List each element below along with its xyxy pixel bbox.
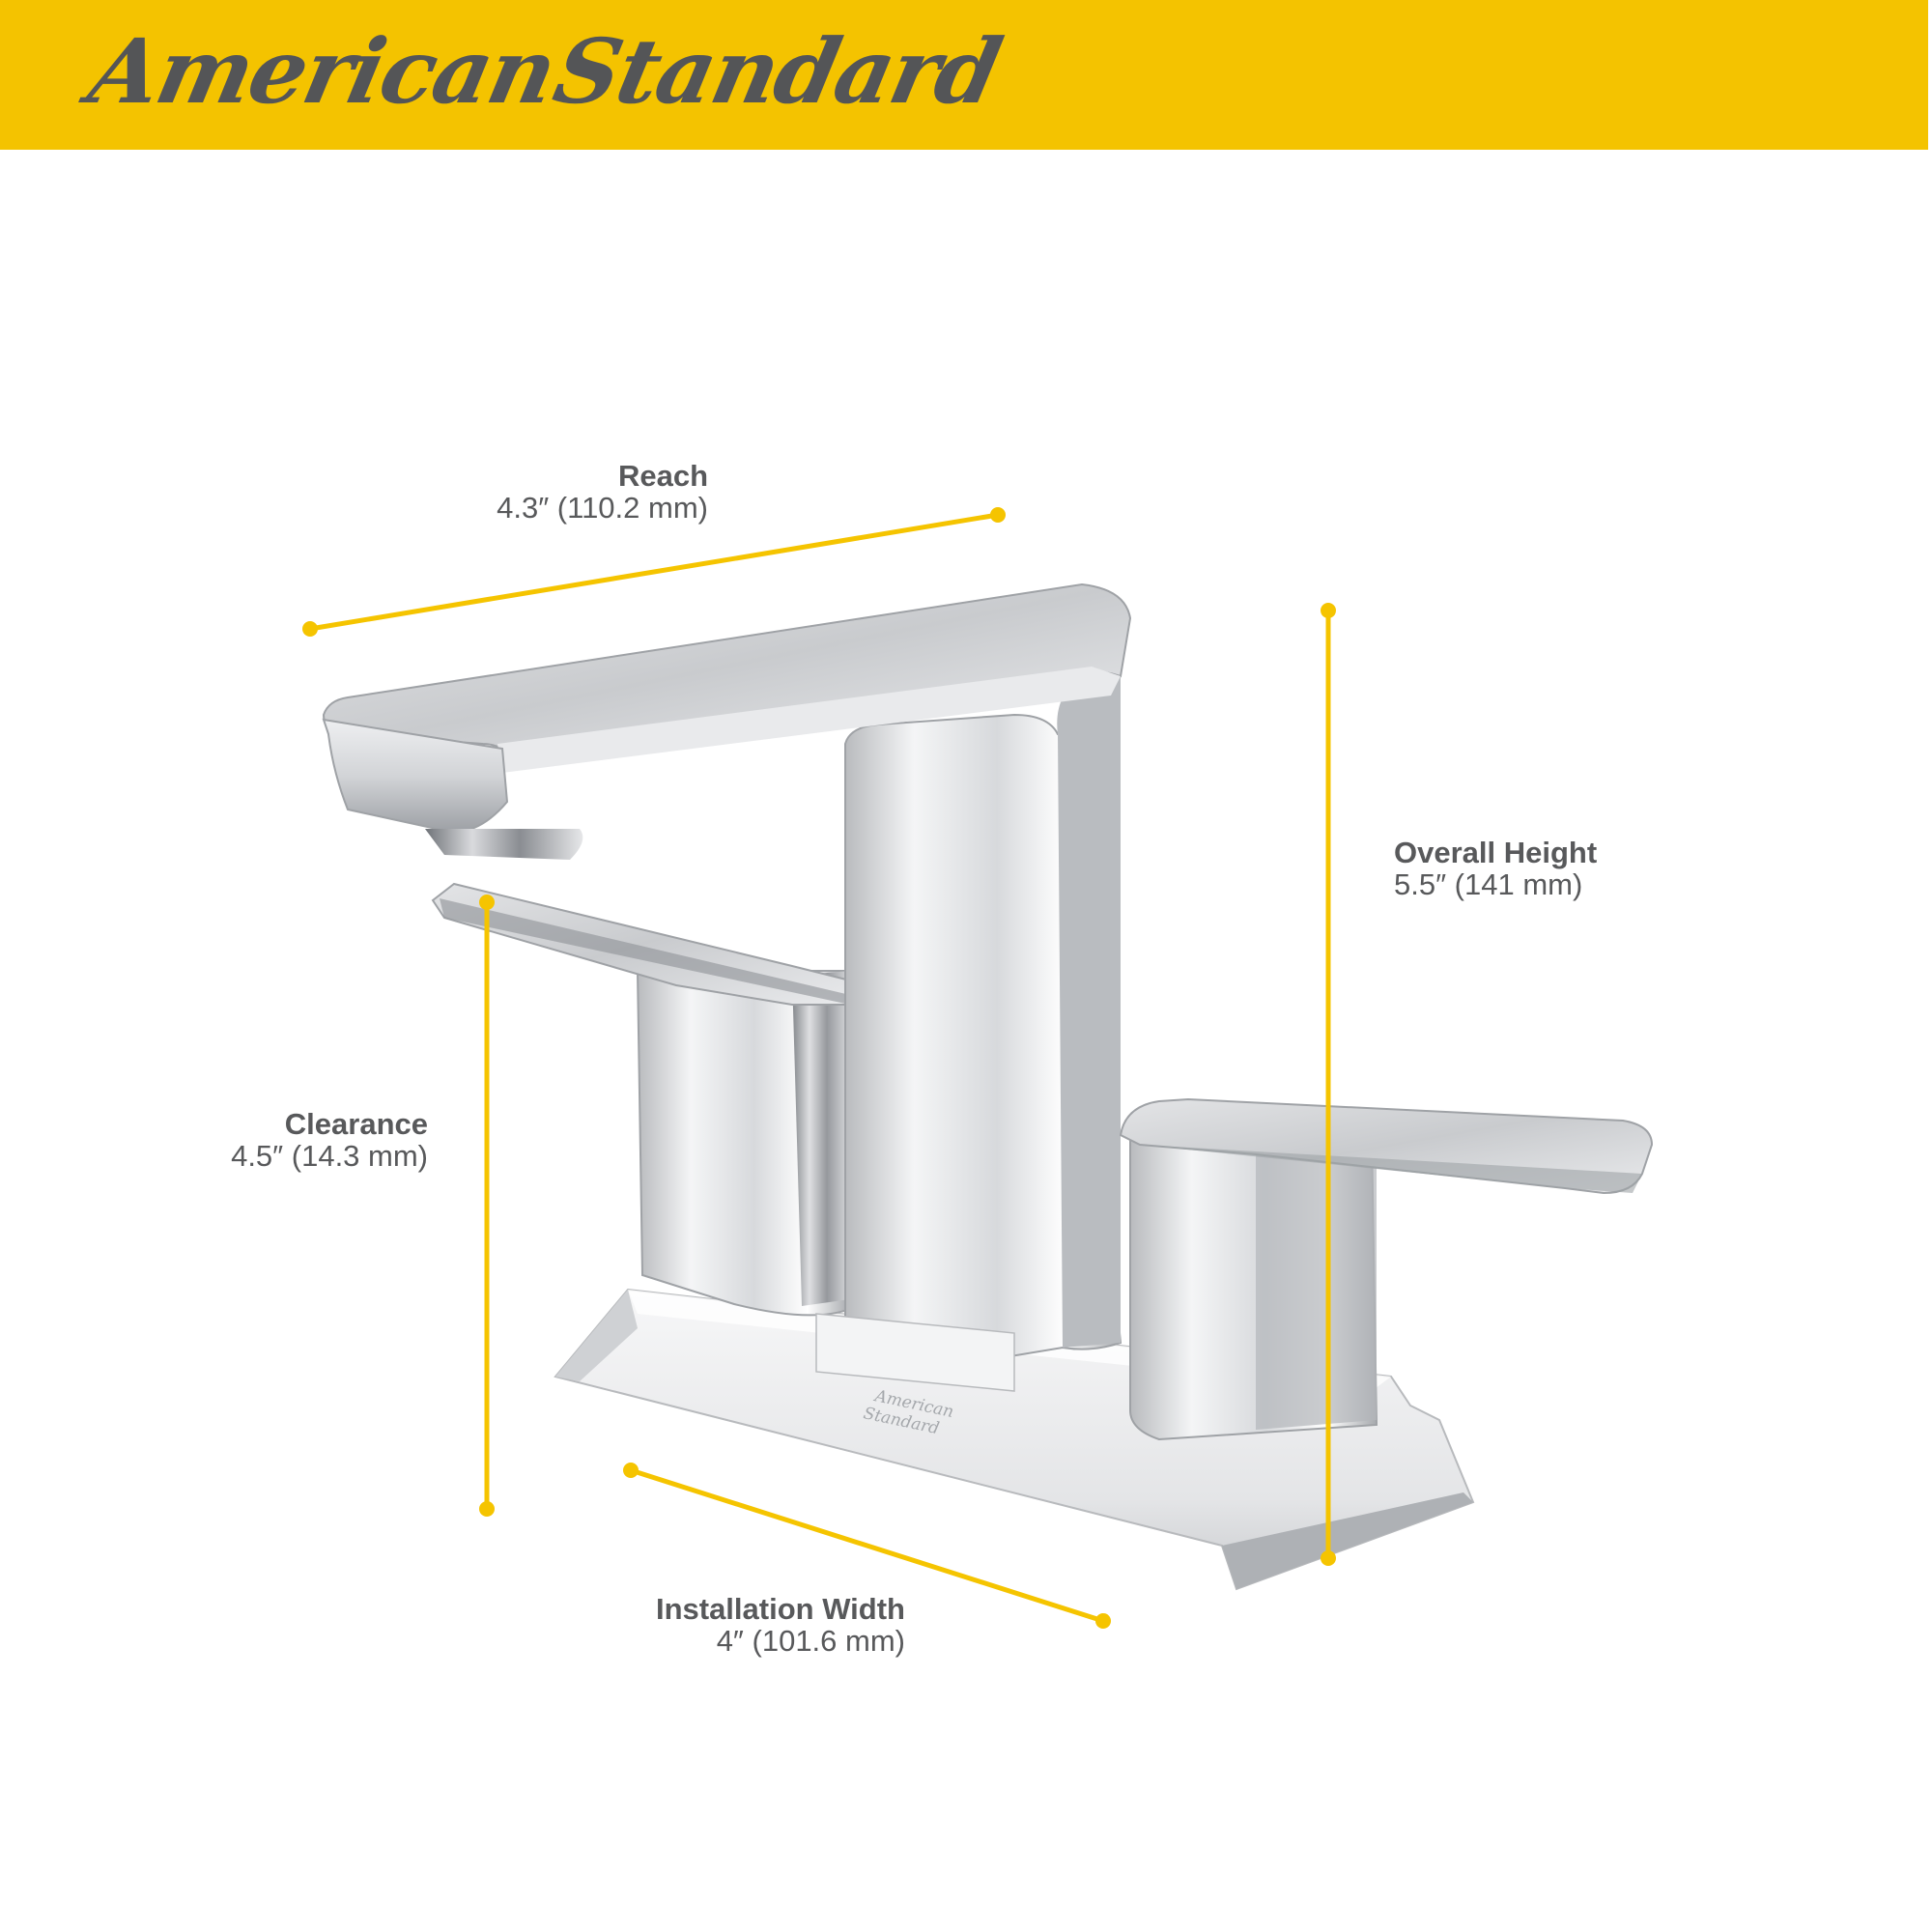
dimension-line-reach <box>302 507 1006 637</box>
dimension-line-installation-width <box>623 1463 1111 1629</box>
label-clearance-title: Clearance <box>284 1107 428 1141</box>
dimension-line-clearance <box>479 895 495 1517</box>
label-installation-width-value: 4″ (101.6 mm) <box>716 1623 905 1658</box>
label-overall-height-title: Overall Height <box>1394 836 1598 869</box>
label-clearance-value: 4.5″ (14.3 mm) <box>231 1138 428 1173</box>
label-overall-height-value: 5.5″ (141 mm) <box>1394 867 1583 901</box>
label-clearance: Clearance 4.5″ (14.3 mm) <box>193 1107 428 1173</box>
label-installation-width: Installation Width 4″ (101.6 mm) <box>609 1592 905 1658</box>
left-handle <box>431 882 851 1317</box>
right-handle <box>1119 1097 1654 1441</box>
label-reach-value: 4.3″ (110.2 mm) <box>497 490 708 525</box>
label-installation-width-title: Installation Width <box>655 1592 905 1626</box>
label-overall-height: Overall Height 5.5″ (141 mm) <box>1394 836 1598 901</box>
spout <box>322 582 1132 1392</box>
brand-banner: AmericanStandard <box>0 0 1928 150</box>
label-reach: Reach 4.3″ (110.2 mm) <box>464 459 708 524</box>
dimension-line-overall-height <box>1321 603 1336 1566</box>
label-reach-title: Reach <box>617 459 708 493</box>
